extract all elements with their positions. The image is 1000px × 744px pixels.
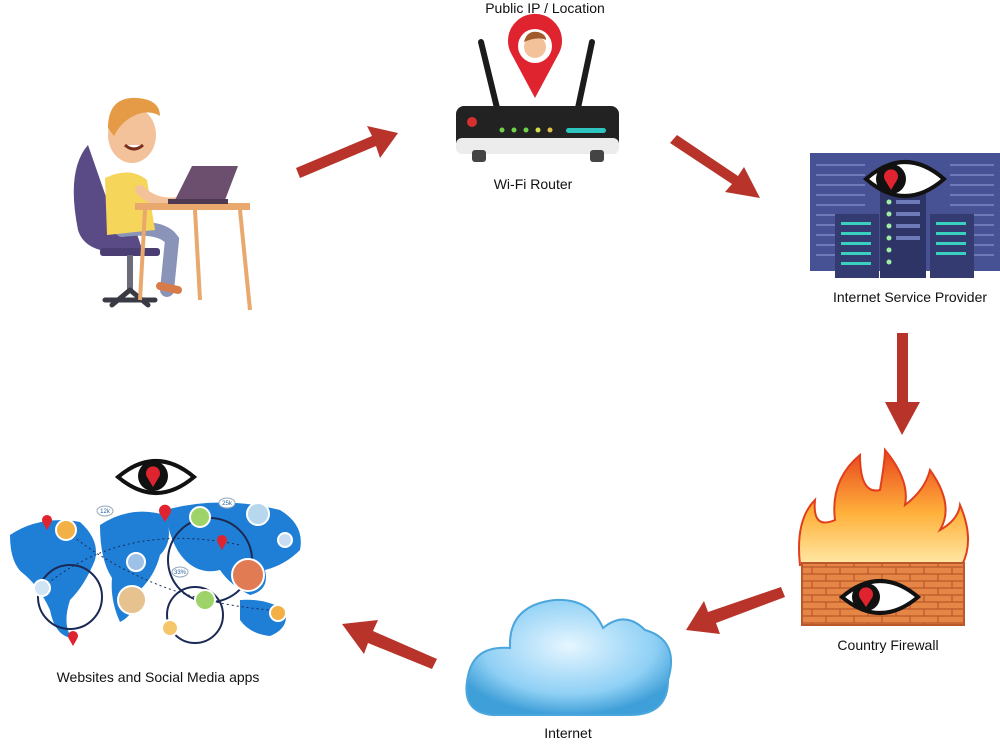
arrow-internet-to-websites [342,620,437,669]
router-label: Wi-Fi Router [493,176,573,192]
wifi-router-icon [456,39,619,162]
arrow-person-to-router [296,126,398,178]
websites-eye-icon [114,459,198,495]
arrow-isp-to-firewall [885,333,920,435]
map-badge-3: 33% [174,570,187,576]
isp-label: Internet Service Provider [832,289,988,305]
firewall-label: Country Firewall [837,637,939,653]
internet-label: Internet [544,725,592,741]
firewall-eye-icon [838,579,922,615]
map-badge-1: 12k [100,509,111,515]
arrow-router-to-isp [670,135,760,198]
internet-cloud-icon [465,598,673,716]
websites-label: Websites and Social Media apps [56,669,260,685]
location-pin-icon [508,13,562,98]
arrow-firewall-to-internet [686,587,785,634]
world-map-icon: 12k 25k 33% [10,497,301,646]
person-at-laptop-icon [73,97,252,311]
map-badge-2: 25k [222,501,233,507]
public-ip-label: Public IP / Location [485,0,605,16]
isp-eye-icon [862,160,948,198]
